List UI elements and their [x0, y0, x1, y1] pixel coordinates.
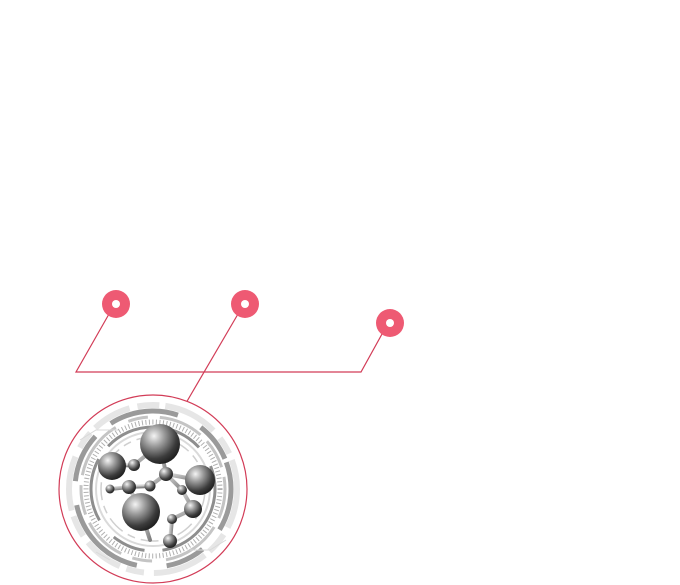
- atom: [122, 493, 160, 531]
- molecule-emblem: [58, 394, 248, 584]
- atom: [144, 480, 156, 492]
- atom: [185, 465, 215, 495]
- atom: [167, 514, 177, 524]
- atom: [184, 500, 202, 518]
- atom: [140, 424, 180, 464]
- connector-lines: [74, 313, 383, 404]
- connector-line-middle: [185, 313, 239, 404]
- atom: [128, 459, 140, 471]
- molecule-atoms: [98, 424, 215, 548]
- marker-1[interactable]: [102, 290, 130, 318]
- atom: [122, 480, 136, 494]
- atom: [177, 485, 187, 495]
- marker-3[interactable]: [376, 309, 404, 337]
- hud-guides: [79, 429, 227, 561]
- atom: [98, 452, 126, 480]
- marker-2[interactable]: [231, 290, 259, 318]
- atom: [163, 534, 177, 548]
- connector-line-left: [74, 313, 383, 373]
- atom: [105, 484, 115, 494]
- atom: [159, 467, 173, 481]
